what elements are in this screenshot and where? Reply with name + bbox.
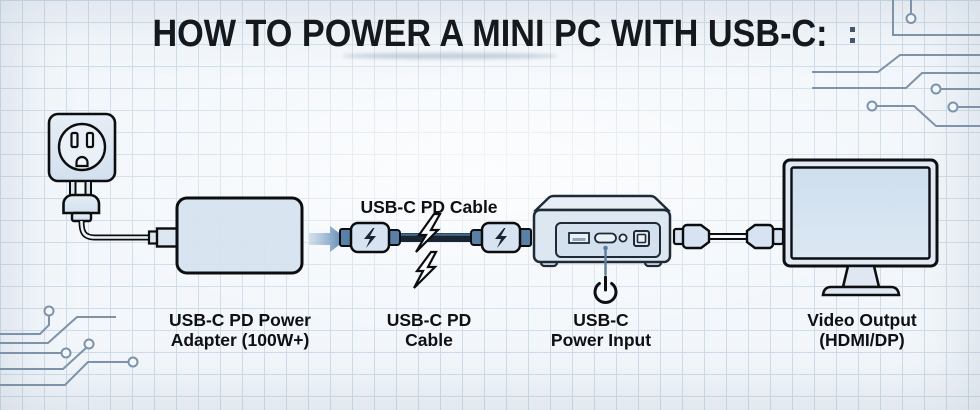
caption-line: Cable xyxy=(405,330,453,350)
mini-pc-icon xyxy=(532,194,672,268)
usb-c-port xyxy=(594,232,617,244)
caption-video-output: Video Output (HDMI/DP) xyxy=(752,310,972,350)
usb-c-cable-icon xyxy=(339,221,532,254)
caption-line: Video Output xyxy=(807,310,917,330)
power-adapter-icon xyxy=(175,196,304,275)
hdmi-cable-icon xyxy=(672,223,785,250)
caption-line: USB-C PD xyxy=(386,310,472,330)
connector-bolt-icon xyxy=(495,228,507,248)
cable-top-label: USB-C PD Cable xyxy=(360,197,498,217)
lightning-bolt-icon xyxy=(413,212,442,289)
audio-jack xyxy=(618,233,628,243)
wall-outlet-icon xyxy=(47,112,117,183)
caption-line: USB-C xyxy=(573,310,629,330)
page-title: HOW TO POWER A MINI PC WITH USB-C: xyxy=(152,13,828,55)
flow-arrow-icon xyxy=(309,226,347,252)
connector-bolt-icon xyxy=(364,228,376,248)
power-plug-icon xyxy=(62,180,179,248)
caption-usb-c-cable: USB-C PD Cable xyxy=(319,310,539,350)
power-symbol-icon xyxy=(593,275,618,305)
caption-line: USB-C PD Power xyxy=(169,310,311,330)
caption-line: Adapter (100W+) xyxy=(170,330,310,350)
circuit-decoration-bottom-left xyxy=(0,305,139,386)
circuit-decoration-top-right xyxy=(812,0,980,127)
caption-power-adapter: USB-C PD Power Adapter (100W+) xyxy=(130,310,350,350)
caption-line: (HDMI/DP) xyxy=(819,330,905,350)
caption-power-input: USB-C Power Input xyxy=(491,310,711,350)
pointer-line xyxy=(603,245,608,275)
monitor-icon xyxy=(782,158,939,297)
title-shadow xyxy=(342,52,558,60)
caption-line: Power Input xyxy=(550,330,652,350)
